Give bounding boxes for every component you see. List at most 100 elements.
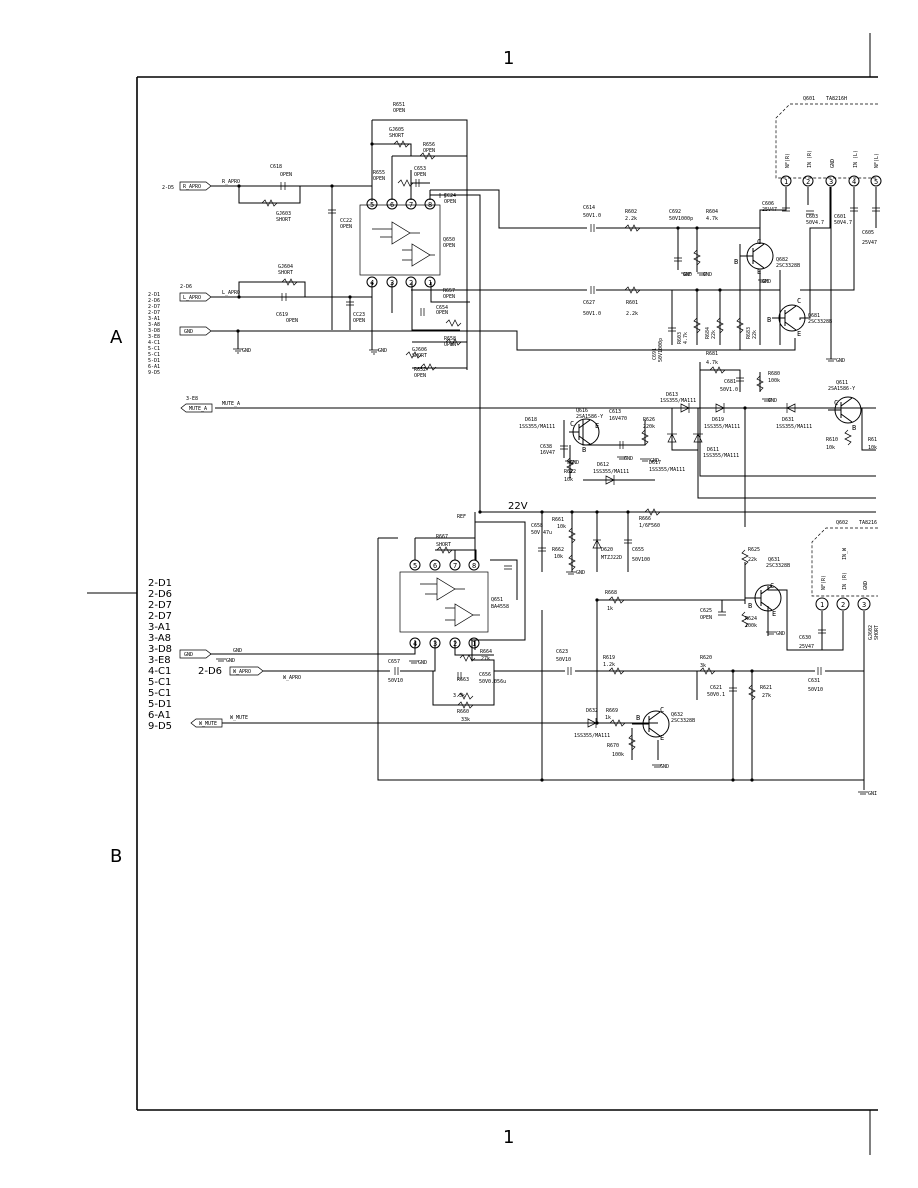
svg-text:25V47: 25V47 — [762, 207, 777, 213]
svg-text:C621: C621 — [710, 685, 722, 691]
conn-ref: 4-C1 — [148, 340, 160, 346]
svg-text:22k: 22k — [711, 330, 717, 339]
svg-text:Q681: Q681 — [808, 313, 820, 319]
conn-ref: 2-D1 — [148, 292, 160, 298]
svg-text:Q611: Q611 — [836, 380, 848, 386]
ground-symbols — [216, 272, 868, 795]
svg-text:W_MUTE: W_MUTE — [199, 721, 217, 727]
svg-text:1SS355/MA111: 1SS355/MA111 — [574, 733, 610, 739]
svg-text:Q601: Q601 — [803, 96, 815, 102]
svg-text:B: B — [734, 258, 738, 266]
svg-text:5: 5 — [874, 178, 878, 186]
svg-text:GND: GND — [624, 456, 633, 462]
svg-text:SHORT: SHORT — [278, 270, 293, 276]
svg-text:10k: 10k — [557, 524, 566, 530]
transistor-q682: B C E Q682 2SC3328B — [734, 238, 800, 276]
svg-text:2-D5: 2-D5 — [162, 185, 174, 191]
svg-text:D631: D631 — [782, 417, 794, 423]
svg-text:220k: 220k — [643, 424, 655, 430]
conn-ref: 2-D7 — [148, 310, 160, 316]
svg-text:R610: R610 — [826, 437, 838, 443]
svg-text:4: 4 — [370, 279, 374, 287]
svg-text:Q631: Q631 — [768, 557, 780, 563]
svg-text:IN (R): IN (R) — [807, 150, 813, 168]
svg-text:50V1.0: 50V1.0 — [583, 213, 601, 219]
svg-text:CC23: CC23 — [353, 312, 365, 318]
svg-text:C653: C653 — [414, 166, 426, 172]
svg-text:2SC3328B: 2SC3328B — [776, 263, 800, 269]
svg-text:R684: R684 — [705, 327, 711, 339]
port-r-apro: 2-D5 R_APRO R_APRO — [162, 179, 240, 191]
svg-text:SHORT: SHORT — [276, 217, 291, 223]
svg-text:1k: 1k — [605, 715, 611, 721]
svg-text:Q616: Q616 — [576, 408, 588, 414]
svg-text:Q602: Q602 — [836, 520, 848, 526]
svg-text:2: 2 — [841, 601, 845, 609]
svg-text:R666: R666 — [639, 516, 651, 522]
svg-text:IN (R): IN (R) — [842, 572, 848, 590]
svg-text:D612: D612 — [597, 462, 609, 468]
junctions — [236, 142, 754, 782]
conn-ref: 3-A1 — [148, 622, 171, 633]
svg-text:8: 8 — [472, 562, 476, 570]
svg-text:C: C — [834, 399, 838, 407]
svg-text:3: 3 — [862, 601, 866, 609]
svg-text:REF: REF — [457, 514, 466, 520]
svg-text:GND: GND — [650, 458, 659, 464]
svg-text:50V4.7: 50V4.7 — [806, 220, 824, 226]
svg-text:C631: C631 — [808, 678, 820, 684]
svg-text:22V: 22V — [508, 501, 528, 512]
svg-text:C601: C601 — [834, 214, 846, 220]
svg-text:R668: R668 — [605, 590, 617, 596]
row-label-a: A — [110, 327, 123, 348]
svg-text:7: 7 — [453, 562, 457, 570]
svg-text:GND: GND — [703, 272, 712, 278]
svg-text:50V0.056u: 50V0.056u — [479, 679, 506, 685]
svg-text:GNI: GNI — [868, 791, 877, 797]
svg-text:W_APRO: W_APRO — [233, 669, 251, 675]
svg-text:7: 7 — [409, 201, 413, 209]
svg-text:MUTE_A: MUTE_A — [222, 401, 240, 407]
svg-text:GND: GND — [184, 329, 193, 335]
svg-text:R626: R626 — [643, 417, 655, 423]
svg-text:GND: GND — [830, 159, 836, 168]
svg-text:16V47: 16V47 — [540, 450, 555, 456]
svg-text:Q682: Q682 — [776, 257, 788, 263]
svg-text:2SA1586-Y: 2SA1586-Y — [828, 386, 855, 392]
svg-text:R656: R656 — [423, 142, 435, 148]
conn-ref: 4-C1 — [148, 666, 171, 677]
svg-text:R658: R658 — [444, 336, 456, 342]
wiring-bottom — [210, 512, 865, 790]
svg-text:22k: 22k — [752, 330, 758, 339]
svg-text:1SS355/MA111: 1SS355/MA111 — [519, 424, 555, 430]
svg-text:SHORT: SHORT — [436, 542, 451, 548]
conn-ref: 9-D5 — [148, 721, 172, 732]
svg-text:OPEN: OPEN — [423, 148, 435, 154]
svg-text:GND: GND — [233, 648, 242, 654]
svg-text:OPEN: OPEN — [436, 310, 448, 316]
conn-ref: 3-D8 — [148, 644, 172, 655]
ic-q650: Q650 OPEN 5 6 7 8 4 3 2 1 — [359, 198, 455, 288]
svg-text:GJ606: GJ606 — [412, 347, 427, 353]
sheet-frame — [87, 33, 878, 1155]
svg-text:GND: GND — [768, 398, 777, 404]
svg-text:3: 3 — [829, 178, 833, 186]
svg-text:R664: R664 — [480, 649, 492, 655]
svg-text:C: C — [660, 706, 664, 714]
port-gnd-top: GND — [179, 326, 212, 336]
svg-text:GND: GND — [660, 764, 669, 770]
svg-text:1.2k: 1.2k — [603, 662, 615, 668]
svg-text:C658: C658 — [531, 523, 543, 529]
svg-text:22k: 22k — [748, 557, 757, 563]
port-mute-a: 3-E8 MUTE_A MUTE_A — [180, 396, 240, 413]
svg-text:OPEN: OPEN — [700, 615, 712, 621]
svg-text:6: 6 — [390, 201, 394, 209]
svg-text:5: 5 — [413, 562, 417, 570]
svg-text:R621: R621 — [760, 685, 772, 691]
svg-text:OPEN: OPEN — [286, 318, 298, 324]
svg-text:R680: R680 — [768, 371, 780, 377]
svg-text:1SS355/MA111: 1SS355/MA111 — [776, 424, 812, 430]
conn-ref: 2-D6 — [148, 298, 160, 304]
ic-q651: Q651 BA4558 5 6 7 8 4 3 2 1 — [399, 559, 509, 649]
svg-text:Q651: Q651 — [491, 597, 503, 603]
